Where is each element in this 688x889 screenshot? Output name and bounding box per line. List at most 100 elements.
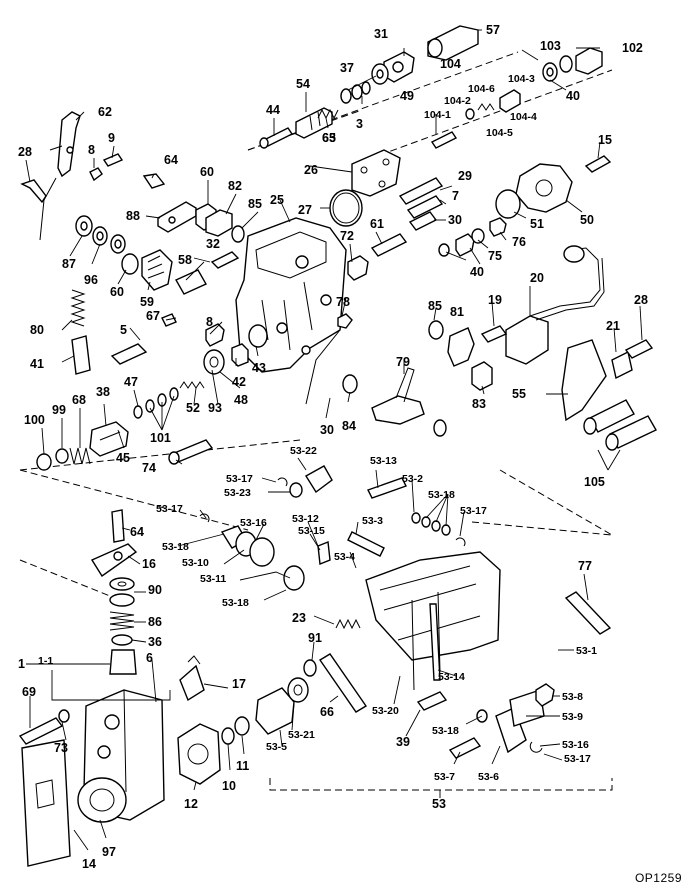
part-label-11: 11 [236,759,249,773]
part-label-53-8: 53-8 [562,691,583,703]
part-label-53-21: 53-21 [288,729,315,741]
part-label-6: 6 [146,651,153,665]
part-label-28: 28 [634,293,648,307]
part-label-25: 25 [270,193,284,207]
part-label-53-13: 53-13 [370,455,397,467]
leader-lines [25,29,643,851]
part-label-91: 91 [308,631,322,645]
part-label-55: 55 [512,387,526,401]
part-label-57: 57 [486,23,500,37]
part-label-103: 103 [540,39,561,53]
part-label-104-1: 104-1 [424,109,451,121]
assembly-boundary-lines [19,51,613,791]
part-label-104: 104 [440,57,461,71]
part-label-105: 105 [584,475,605,489]
part-label-53: 53 [432,797,446,811]
part-label-16: 16 [142,557,156,571]
part-label-65: 65 [322,131,336,145]
part-label-27: 27 [298,203,312,217]
part-label-30: 30 [320,423,334,437]
part-label-53-3: 53-3 [362,515,383,527]
lower-left-parts [18,509,368,867]
part-label-47: 47 [124,375,138,389]
part-label-104-2: 104-2 [444,95,471,107]
part-label-68: 68 [72,393,86,407]
part-label-1: 1 [18,657,25,671]
part-label-73: 73 [54,741,68,755]
part-label-50: 50 [580,213,594,227]
top-region-parts [20,25,603,295]
drawing-code: OP1259 [634,871,682,885]
governor-lever-assembly [199,465,612,759]
part-label-53-2: 53-2 [402,473,423,485]
part-label-53-15: 53-15 [298,525,325,537]
part-label-86: 86 [148,615,162,629]
part-label-53-11: 53-11 [200,573,226,585]
part-label-64: 64 [164,153,178,167]
part-label-104-5: 104-5 [486,127,513,139]
part-label-75: 75 [488,249,502,263]
part-label-53-18: 53-18 [162,541,189,553]
part-label-64: 64 [130,525,144,539]
part-label-19: 19 [488,293,502,307]
part-label-29: 29 [458,169,472,183]
part-label-53-17: 53-17 [226,473,253,485]
part-label-78: 78 [336,295,350,309]
part-label-26: 26 [304,163,318,177]
part-label-85: 85 [248,197,262,211]
part-label-40: 40 [470,265,484,279]
part-label-101: 101 [150,431,171,445]
part-label-37: 37 [340,61,354,75]
part-label-60: 60 [200,165,214,179]
part-label-63: 63 [322,131,336,145]
part-label-49: 49 [400,89,414,103]
part-label-53-12: 53-12 [292,513,319,525]
right-upper-parts [329,149,657,451]
part-label-53-22: 53-22 [290,445,317,457]
part-label-28: 28 [18,145,32,159]
part-label-97: 97 [102,845,116,859]
part-label-53-10: 53-10 [182,557,209,569]
part-label-53-9: 53-9 [562,711,583,723]
part-label-21: 21 [606,319,620,333]
part-label-40: 40 [566,89,580,103]
part-label-83: 83 [472,397,486,411]
part-label-53-7: 53-7 [434,771,455,783]
part-label-76: 76 [512,235,526,249]
part-label-3: 3 [356,117,363,131]
part-label-8: 8 [206,315,213,329]
part-label-30: 30 [448,213,462,227]
part-label-48: 48 [234,393,248,407]
part-label-67: 67 [146,309,160,323]
part-label-38: 38 [96,385,110,399]
part-label-7: 7 [452,189,459,203]
part-label-17: 17 [232,677,246,691]
part-label-53-17: 53-17 [564,753,591,765]
part-label-69: 69 [22,685,36,699]
part-label-66: 66 [320,705,334,719]
part-label-45: 45 [116,451,130,465]
part-label-43: 43 [252,361,266,375]
part-label-53-18: 53-18 [222,597,249,609]
part-label-104-6: 104-6 [468,83,495,95]
part-label-31: 31 [374,27,388,41]
part-label-51: 51 [530,217,544,231]
part-label-53-18: 53-18 [428,489,455,501]
part-label-23: 23 [292,611,306,625]
part-label-53-23: 53-23 [224,487,251,499]
part-label-9: 9 [108,131,115,145]
left-middle-parts [36,289,268,471]
part-label-74: 74 [142,461,156,475]
part-label-53-16: 53-16 [562,739,589,751]
part-label-53-17: 53-17 [156,503,183,515]
part-label-53-16: 53-16 [240,517,267,529]
part-label-59: 59 [140,295,154,309]
part-label-8: 8 [88,143,95,157]
part-label-5: 5 [120,323,127,337]
pump-housing [235,217,347,405]
part-label-53-18: 53-18 [432,725,459,737]
part-label-15: 15 [598,133,612,147]
part-label-39: 39 [396,735,410,749]
part-label-104-3: 104-3 [508,73,535,85]
part-label-42: 42 [232,375,246,389]
